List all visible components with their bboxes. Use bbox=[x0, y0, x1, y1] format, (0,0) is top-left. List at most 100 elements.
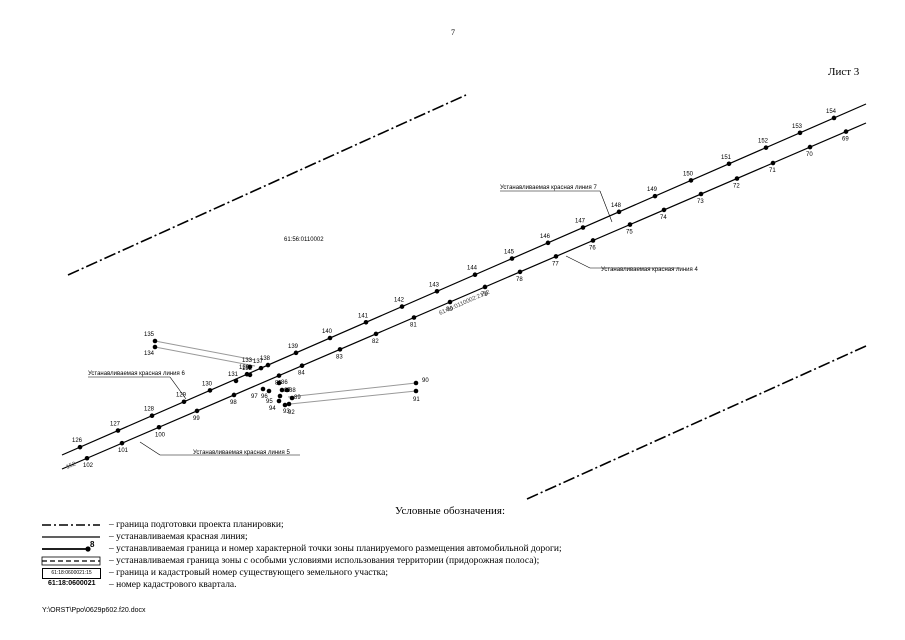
point-151-label: 151 bbox=[721, 155, 732, 161]
point-74-label: 74 bbox=[660, 215, 667, 221]
point-134-label: 134 bbox=[144, 351, 155, 357]
point-140-marker bbox=[327, 335, 333, 341]
point-90-label: 90 bbox=[422, 378, 429, 384]
point-154-marker bbox=[831, 115, 837, 121]
point-152-label: 152 bbox=[758, 139, 769, 145]
red-line-4-label: Устанавливаемая красная линия 4 bbox=[601, 267, 698, 273]
page-number: 7 bbox=[451, 28, 455, 37]
point-126-label: 126 bbox=[72, 438, 83, 444]
point-72-marker bbox=[734, 176, 740, 181]
point-140-label: 140 bbox=[322, 329, 333, 335]
legend-title: Условные обозначения: bbox=[395, 505, 506, 517]
point-79-marker bbox=[482, 284, 488, 290]
point-87-marker bbox=[279, 387, 285, 393]
point-83-label: 83 bbox=[336, 354, 343, 360]
planning-boundary-upper bbox=[67, 94, 467, 276]
point-152-marker bbox=[763, 145, 769, 150]
point-92-marker bbox=[286, 401, 292, 407]
legend-text: – устанавливаемая красная линия; bbox=[109, 532, 248, 542]
point-71-marker bbox=[770, 160, 776, 166]
point-88-marker bbox=[284, 387, 290, 393]
point-99-label: 99 bbox=[193, 416, 200, 422]
point-76-label: 76 bbox=[589, 245, 596, 251]
parcel-symbol: 61:18:0600021:15 bbox=[42, 568, 101, 579]
legend-text: – граница подготовки проекта планировки; bbox=[109, 520, 284, 530]
point-133-label: 133 bbox=[242, 358, 253, 364]
solid-line-symbol bbox=[42, 536, 100, 538]
spur-left bbox=[154, 340, 256, 367]
sheet-label: Лист 3 bbox=[828, 66, 860, 78]
planning-boundary-lower bbox=[526, 345, 867, 500]
point-143-marker bbox=[434, 288, 440, 294]
point-150-label: 150 bbox=[683, 171, 694, 177]
point-73-marker bbox=[698, 191, 704, 197]
point-84-marker bbox=[299, 363, 305, 369]
point-81-marker bbox=[411, 315, 417, 320]
point-127-label: 127 bbox=[110, 422, 121, 428]
point-150-marker bbox=[688, 178, 694, 183]
point-148-marker bbox=[616, 209, 622, 215]
point-101-marker bbox=[119, 440, 125, 446]
spur-right bbox=[287, 382, 417, 405]
point-142-label: 142 bbox=[394, 298, 405, 304]
point-135-marker bbox=[152, 338, 158, 344]
point-72-label: 72 bbox=[733, 184, 740, 190]
point-69-marker bbox=[843, 129, 849, 134]
point-144-label: 144 bbox=[467, 266, 478, 272]
point-83-marker bbox=[337, 347, 343, 352]
point-129-marker bbox=[181, 399, 187, 405]
point-95-marker bbox=[277, 393, 283, 399]
point-91-label: 91 bbox=[413, 397, 420, 403]
parcel-label-left: 152 bbox=[65, 461, 77, 471]
point-151-marker bbox=[726, 161, 732, 167]
point-145-marker bbox=[509, 256, 515, 261]
point-147-label: 147 bbox=[575, 219, 586, 225]
point-141-marker bbox=[363, 319, 369, 325]
point-98-label: 98 bbox=[230, 400, 237, 406]
point-70-marker bbox=[807, 144, 813, 150]
point-134-marker bbox=[152, 344, 158, 350]
point-132-label: 132 bbox=[242, 366, 253, 372]
point-92-label: 92 bbox=[288, 410, 295, 416]
legend-text: – граница и кадастровый номер существующ… bbox=[109, 568, 388, 578]
point-149-marker bbox=[652, 193, 658, 199]
point-136-marker bbox=[244, 371, 250, 377]
point-139-label: 139 bbox=[288, 344, 299, 350]
quarter-symbol: 61:18:0600021 bbox=[48, 580, 96, 587]
point-91-marker bbox=[413, 388, 419, 394]
point-84-label: 84 bbox=[298, 371, 305, 377]
point-153-label: 153 bbox=[792, 124, 803, 130]
point-131-marker bbox=[233, 378, 239, 384]
point-128-marker bbox=[149, 413, 155, 419]
point-98-marker bbox=[231, 392, 237, 398]
point-74-marker bbox=[661, 207, 667, 213]
leader-lines bbox=[88, 190, 680, 456]
point-93-label: 93 bbox=[283, 409, 290, 415]
point-100-label: 100 bbox=[155, 432, 166, 438]
point-line-symbol bbox=[42, 546, 91, 552]
point-75-marker bbox=[627, 222, 633, 227]
point-128-label: 128 bbox=[144, 407, 155, 413]
point-71-label: 71 bbox=[769, 168, 776, 174]
point-78-marker bbox=[517, 269, 523, 275]
point-90-marker bbox=[413, 380, 419, 386]
point-100-marker bbox=[156, 424, 162, 430]
point-143-label: 143 bbox=[429, 282, 440, 288]
point-139-marker bbox=[293, 350, 299, 356]
quarter-label: 61:56:0110002 bbox=[284, 237, 324, 243]
point-153-marker bbox=[797, 130, 803, 136]
point-94-label: 94 bbox=[269, 406, 276, 412]
point-141-label: 141 bbox=[358, 313, 369, 319]
point-154-label: 154 bbox=[826, 109, 837, 115]
legend-text: – устанавливаемая граница зоны с особыми… bbox=[109, 556, 540, 566]
point-76-marker bbox=[590, 238, 596, 243]
point-102-label: 102 bbox=[83, 463, 94, 469]
file-path-footer: Y:\ORST\Ppo\0629p602.f20.docx bbox=[42, 607, 146, 614]
point-86-marker bbox=[276, 380, 282, 386]
point-88-label: 88 bbox=[289, 388, 296, 394]
point-symbol-label: 8 bbox=[90, 540, 95, 549]
point-146-marker bbox=[545, 240, 551, 246]
red-line-6-label: Устанавливаемая красная линия 6 bbox=[88, 371, 185, 377]
point-133-marker bbox=[247, 364, 253, 370]
